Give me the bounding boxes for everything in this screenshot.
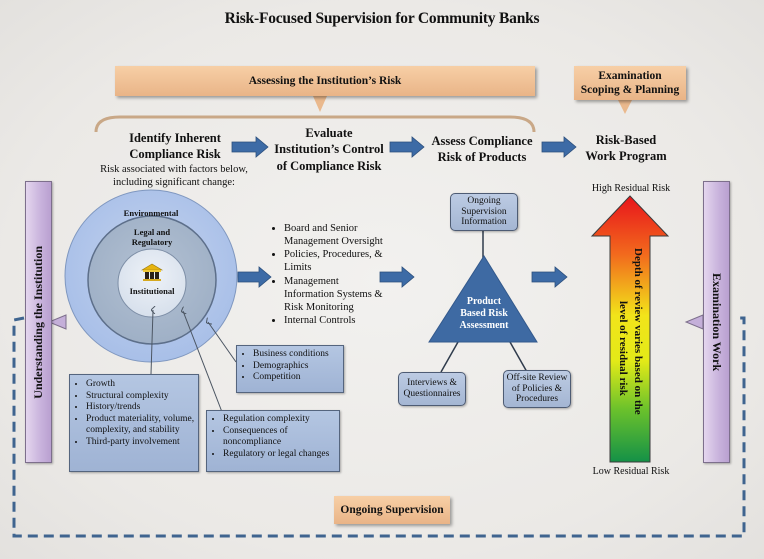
step-assess-products: Assess Compliance Risk of Products <box>424 133 540 166</box>
institutional-factor: History/trends <box>86 402 195 414</box>
control-item: Internal Controls <box>284 314 384 327</box>
institutional-factor: Structural complexity <box>86 391 195 403</box>
flow-arrow-4 <box>237 266 272 288</box>
risk-note-line-2: including significant change: <box>113 177 235 189</box>
interviews-line-1: Interviews & <box>407 378 457 389</box>
connector-interviews <box>440 341 459 373</box>
scoping-line-2: Scoping & Planning <box>580 84 680 96</box>
step-workprogram-line-1: Risk-Based <box>595 133 657 147</box>
environmental-factors-box: Business conditions Demographics Competi… <box>236 345 344 393</box>
step-evaluate-line-2: Institution’s Control <box>274 142 384 157</box>
institutional-factor: Product materiality, volume, complexity,… <box>86 414 195 437</box>
low-residual-risk-label: Low Residual Risk <box>592 466 670 477</box>
step-evaluate-line-1: Evaluate <box>305 126 353 140</box>
step-assess-line-1: Assess Compliance <box>431 134 533 148</box>
connector-institutional <box>150 310 153 375</box>
examination-work-bar: Examination Work <box>703 181 730 463</box>
residual-risk-text: Depth of review varies based on the leve… <box>612 248 648 448</box>
environmental-factor: Demographics <box>253 361 340 373</box>
offsite-line-2: of Policies & <box>511 383 563 394</box>
environmental-factor: Business conditions <box>253 349 340 361</box>
controls-list: Board and Senior Management Oversight Po… <box>272 222 384 327</box>
risk-note-line-1: Risk associated with factors below, <box>100 164 248 175</box>
ongoing-info-line-1: Ongoing <box>467 195 501 206</box>
step-evaluate-controls: Evaluate Institution’s Control of Compli… <box>268 125 390 174</box>
institutional-circle <box>117 248 187 318</box>
triangle-line-3: Assessment <box>459 320 509 331</box>
regulatory-factor: Consequences of noncompliance <box>223 426 336 449</box>
institutional-factor: Growth <box>86 379 195 391</box>
environmental-factor: Competition <box>253 372 340 384</box>
legal-regulatory-line-1: Legal and <box>133 227 171 237</box>
regulatory-factor: Regulation complexity <box>223 414 336 426</box>
interviews-box: Interviews & Questionnaires <box>398 372 466 406</box>
connector-regulatory <box>183 311 223 413</box>
step-identify-inherent-risk: Identify Inherent Compliance Risk <box>110 130 240 163</box>
assessing-risk-callout: Assessing the Institution’s Risk <box>115 66 535 96</box>
residual-text-line-2: level of residual risk <box>617 300 629 396</box>
ongoing-info-box: Ongoing Supervision Information <box>450 193 518 231</box>
ongoing-info-line-3: Information <box>461 217 507 228</box>
step-evaluate-line-3: of Compliance Risk <box>276 158 382 173</box>
scoping-pointer <box>617 98 633 114</box>
scoping-line-1: Examination <box>598 69 662 82</box>
residual-text-line-1: Depth of review varies based on the <box>631 248 644 415</box>
ongoing-supervision-label: Ongoing Supervision <box>340 503 444 516</box>
environmental-label: Environmental <box>123 208 179 218</box>
step-assess-line-2: Risk of Products <box>437 150 527 165</box>
flow-arrow-1 <box>231 136 269 158</box>
ongoing-info-line-2: Supervision <box>461 206 507 217</box>
step-workprogram-line-2: Work Program <box>585 149 667 164</box>
product-risk-label: Product Based Risk Assessment <box>440 296 528 332</box>
triangle-line-1: Product <box>466 296 502 307</box>
assessing-risk-label: Assessing the Institution’s Risk <box>248 74 402 87</box>
product-risk-triangle <box>428 255 538 343</box>
control-item: Policies, Procedures, & Limits <box>284 248 384 274</box>
understanding-institution-bar: Understanding the Institution <box>25 181 52 463</box>
institutional-factors-box: Growth Structural complexity History/tre… <box>69 374 199 472</box>
risk-factors-note: Risk associated with factors below, incl… <box>86 163 262 189</box>
legal-regulatory-line-2: Regulatory <box>131 237 173 248</box>
connector-environmental <box>208 322 237 363</box>
understanding-institution-label: Understanding the Institution <box>31 245 45 399</box>
flow-arrow-3 <box>541 136 577 158</box>
step-identify-line-2: Compliance Risk <box>129 147 221 162</box>
step-identify-line-1: Identify Inherent <box>129 131 221 145</box>
interviews-line-2: Questionnaires <box>403 389 461 399</box>
legal-regulatory-label: Legal and Regulatory <box>112 227 192 247</box>
diagram-title: Risk-Focused Supervision for Community B… <box>224 10 540 27</box>
offsite-review-box: Off-site Review of Policies & Procedures <box>503 370 571 408</box>
institutional-factor: Third-party involvement <box>86 437 195 449</box>
flow-arrow-6 <box>531 266 568 288</box>
assessing-pointer <box>313 96 327 112</box>
offsite-line-3: Procedures <box>515 394 559 405</box>
institutional-label: Institutional <box>129 286 175 296</box>
assessing-brace <box>94 115 536 133</box>
high-residual-risk-label: High Residual Risk <box>591 183 671 194</box>
control-item: Management Information Systems & Risk Mo… <box>284 275 384 314</box>
ongoing-supervision-loop <box>12 316 746 538</box>
residual-risk-arrow <box>590 195 670 463</box>
flow-arrow-5 <box>379 266 415 288</box>
regulatory-factors-box: Regulation complexity Consequences of no… <box>206 410 340 472</box>
bank-building-icon <box>140 263 164 281</box>
ongoing-supervision-callout: Ongoing Supervision <box>334 496 450 524</box>
left-bar-pointer <box>47 314 67 330</box>
step-work-program: Risk-Based Work Program <box>576 132 676 165</box>
right-bar-pointer <box>684 314 704 330</box>
regulatory-factor: Regulatory or legal changes <box>223 449 336 461</box>
examination-work-label: Examination Work <box>710 272 724 372</box>
control-item: Board and Senior Management Oversight <box>284 222 384 248</box>
offsite-line-1: Off-site Review <box>506 372 568 383</box>
triangle-line-2: Based Risk <box>460 308 508 319</box>
scoping-planning-callout: Examination Scoping & Planning <box>574 66 686 100</box>
flow-arrow-2 <box>389 136 425 158</box>
connector-offsite <box>509 341 528 373</box>
